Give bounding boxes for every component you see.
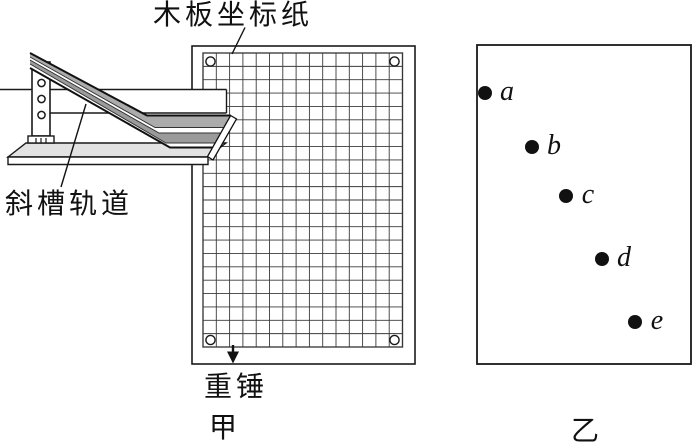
- pin-icon: [205, 334, 216, 346]
- chute-end-face: [206, 114, 238, 161]
- data-point-label: e: [651, 305, 663, 336]
- data-point-dot: [595, 252, 609, 266]
- data-point-dot: [478, 86, 492, 100]
- stand-post: [27, 61, 55, 144]
- data-point-dot: [628, 315, 642, 329]
- plotted-points: a bc d e: [478, 76, 663, 336]
- data-point-dot: [525, 140, 539, 154]
- post-hole-icon: [37, 94, 46, 104]
- apparatus-panel: 木板坐标纸 斜槽轨道 重锤 甲: [0, 0, 416, 444]
- record-sheet: [476, 44, 692, 365]
- pin-icon: [389, 334, 400, 346]
- data-point-label: a: [500, 76, 514, 107]
- result-panel: a bc d e 乙: [476, 44, 692, 447]
- data-point-label: c: [582, 179, 595, 210]
- label-weight: 重锤: [204, 371, 268, 403]
- leader-line-track-label: [60, 103, 87, 188]
- caption-jia: 甲: [209, 413, 241, 444]
- data-point-label: d: [617, 242, 632, 273]
- caption-yi: 乙: [571, 416, 603, 447]
- label-board-paper: 木板坐标纸: [153, 0, 313, 31]
- inclined-chute: [29, 52, 238, 161]
- pin-icon: [205, 56, 216, 67]
- post-hole-icon: [37, 110, 46, 120]
- post-hole-icon: [37, 78, 46, 88]
- plumb-arrow: [227, 345, 239, 364]
- data-point-label: b: [547, 130, 561, 161]
- leader-line-board-label: [231, 27, 246, 55]
- label-track: 斜槽轨道: [5, 188, 133, 220]
- data-point-dot: [559, 189, 573, 203]
- grid-lines: [202, 52, 403, 348]
- pin-icon: [389, 56, 400, 67]
